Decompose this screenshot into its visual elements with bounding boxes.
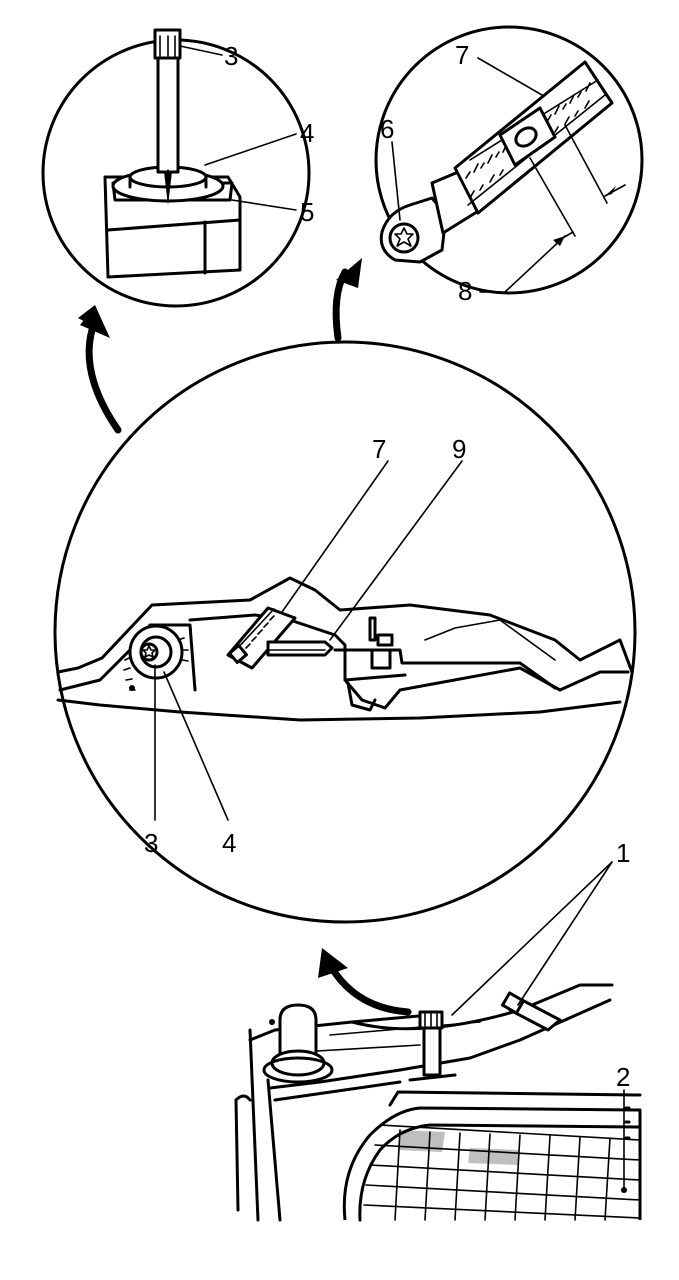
callout-3-main: 3 <box>144 828 158 858</box>
leader-1b <box>517 861 613 1006</box>
leader-8 <box>479 235 566 293</box>
detail-circle-adjuster <box>41 28 311 308</box>
leader-4-main <box>163 671 229 821</box>
leader-7-top <box>477 57 543 96</box>
leader-7-main <box>281 460 389 613</box>
leader-3-top <box>179 45 223 56</box>
pointer-tab <box>266 640 334 657</box>
curved-arrow-icon <box>78 305 122 434</box>
callout-6: 6 <box>380 114 394 144</box>
detail-circle-level <box>374 25 644 295</box>
callout-9: 9 <box>452 434 466 464</box>
lamp-rim <box>56 576 634 674</box>
callout-1: 1 <box>616 838 630 868</box>
callout-4-main: 4 <box>222 828 236 858</box>
callout-2: 2 <box>616 1062 630 1092</box>
detail-circle-main <box>53 340 637 924</box>
vertical-adjuster <box>422 1025 442 1077</box>
leader-1a <box>451 861 613 1016</box>
curved-arrow-icon <box>332 258 362 342</box>
curved-arrow-icon <box>318 948 412 1016</box>
leader-4-top <box>204 133 297 166</box>
callout-5: 5 <box>300 197 314 227</box>
callout-8: 8 <box>458 276 472 306</box>
leader-9 <box>329 460 463 641</box>
callout-7-main: 7 <box>372 434 386 464</box>
callout-3-top: 3 <box>224 41 238 71</box>
bubble-window <box>498 106 557 167</box>
adjuster-shaft <box>156 57 180 174</box>
leader-5 <box>231 199 297 211</box>
callout-4-top: 4 <box>300 118 314 148</box>
vehicle-headlamp <box>234 983 642 1222</box>
callout-7-top: 7 <box>455 40 469 70</box>
bubble-icon <box>514 126 538 148</box>
leader-6 <box>391 141 401 221</box>
